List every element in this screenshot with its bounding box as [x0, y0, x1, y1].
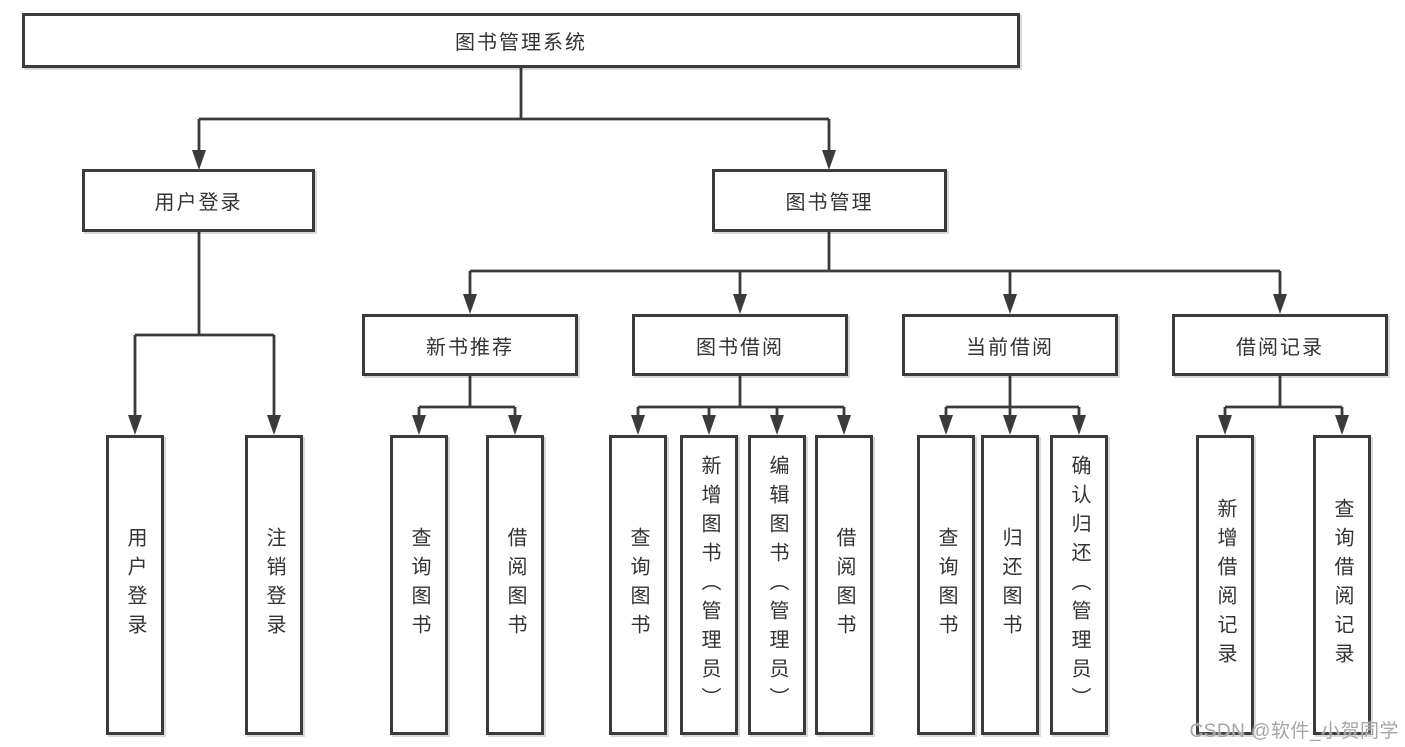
arrowhead	[128, 415, 142, 435]
node-bb-borrow-books: 借阅图书	[815, 435, 873, 735]
node-new-book-recommendation: 新书推荐	[362, 314, 578, 376]
node-label: 查询图书	[627, 527, 649, 643]
node-label: 查询图书	[408, 527, 430, 643]
arrowhead	[631, 415, 645, 435]
node-label: 新书推荐	[426, 336, 514, 359]
arrowhead	[770, 415, 784, 435]
arrowhead	[508, 415, 522, 435]
node-label: 归还图书	[999, 527, 1021, 643]
arrowhead	[1003, 415, 1017, 435]
connector-user-login-children	[128, 232, 281, 435]
node-br-add-record: 新增借阅记录	[1196, 435, 1254, 735]
arrowhead	[822, 150, 836, 170]
arrowhead	[1273, 294, 1287, 314]
node-book-borrowing: 图书借阅	[632, 314, 848, 376]
arrowhead	[1003, 294, 1017, 314]
node-cb-confirm-return-admin: 确认归还（管理员）	[1050, 435, 1108, 735]
node-bb-query-books: 查询图书	[609, 435, 667, 735]
node-label: 新增图书（管理员）	[698, 454, 720, 716]
node-br-query-record: 查询借阅记录	[1313, 435, 1371, 735]
node-book-management: 图书管理	[712, 169, 947, 232]
connector-root-to-level2	[192, 68, 836, 170]
connector-borrow-records-children	[1218, 376, 1349, 435]
node-leaf-user-login: 用户登录	[106, 435, 164, 735]
node-bb-add-books-admin: 新增图书（管理员）	[680, 435, 738, 735]
arrowhead	[939, 415, 953, 435]
arrowhead	[192, 150, 206, 170]
node-label: 图书管理	[785, 192, 874, 214]
node-label: 当前借阅	[966, 336, 1054, 359]
node-label: 图书借阅	[696, 336, 784, 359]
node-label: 确认归还（管理员）	[1068, 454, 1090, 716]
node-label: 查询图书	[935, 527, 957, 643]
node-label: 图书管理系统	[455, 32, 587, 54]
connector-book-mgmt-children	[463, 232, 1287, 314]
node-library-management-system: 图书管理系统	[22, 13, 1020, 68]
node-rec-query-books: 查询图书	[390, 435, 448, 735]
arrowhead	[1218, 415, 1232, 435]
node-borrowing-records: 借阅记录	[1172, 314, 1388, 376]
node-label: 用户登录	[154, 192, 243, 214]
node-cb-query-books: 查询图书	[917, 435, 975, 735]
node-label: 用户登录	[124, 527, 146, 643]
arrowhead	[1072, 415, 1086, 435]
node-user-login: 用户登录	[82, 169, 315, 232]
node-rec-borrow-books: 借阅图书	[486, 435, 544, 735]
arrowhead	[837, 415, 851, 435]
node-label: 新增借阅记录	[1214, 498, 1236, 672]
node-label: 查询借阅记录	[1331, 498, 1353, 672]
arrowhead	[733, 294, 747, 314]
node-bb-edit-books-admin: 编辑图书（管理员）	[748, 435, 806, 735]
arrowhead	[267, 415, 281, 435]
node-label: 注销登录	[263, 527, 285, 643]
arrowhead	[1335, 415, 1349, 435]
node-label: 借阅图书	[504, 527, 526, 643]
arrowhead	[412, 415, 426, 435]
connector-new-book-rec-children	[412, 376, 522, 435]
arrowhead	[702, 415, 716, 435]
arrowhead	[463, 294, 477, 314]
node-leaf-logout: 注销登录	[245, 435, 303, 735]
node-label: 编辑图书（管理员）	[766, 454, 788, 716]
connector-current-borrow-children	[939, 376, 1086, 435]
node-current-borrowing: 当前借阅	[902, 314, 1118, 376]
node-label: 借阅图书	[833, 527, 855, 643]
connector-book-borrow-children	[631, 376, 851, 435]
node-label: 借阅记录	[1236, 336, 1324, 359]
node-cb-return-books: 归还图书	[981, 435, 1039, 735]
csdn-watermark: CSDN @软件_小贺同学	[1189, 721, 1399, 742]
